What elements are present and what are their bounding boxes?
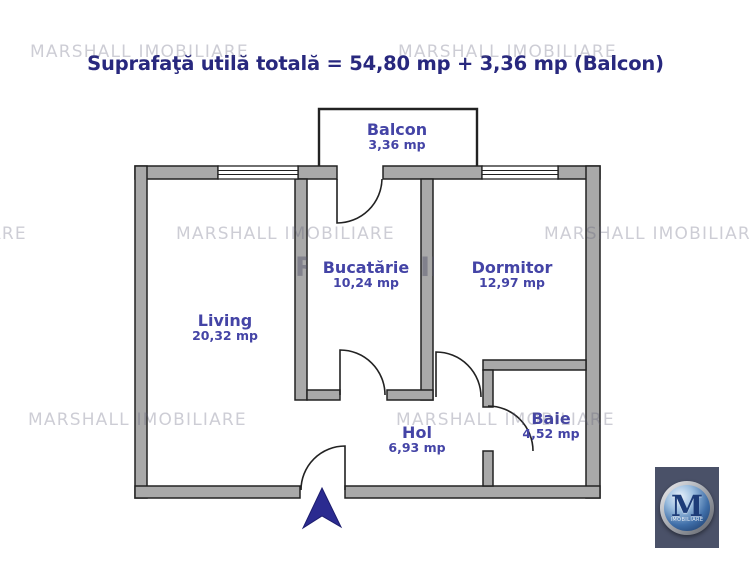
door-balcony (336, 178, 383, 224)
door-entrance (300, 445, 346, 491)
wall-kitchen-bottom-a (306, 389, 341, 401)
room-name: Baie (531, 409, 571, 428)
windows (217, 165, 559, 180)
walls (134, 165, 601, 499)
wall-kitchen-bottom-b (386, 389, 434, 401)
door-kitchen (339, 349, 386, 396)
wall-left (134, 165, 148, 499)
watermark-text: MARSHALL IMOBILIARE (28, 410, 247, 430)
room-name: Hol (402, 423, 432, 442)
window-living (217, 165, 299, 180)
wall-top-mid1 (297, 165, 338, 180)
watermark-text: MARSHALL IMOBILIARE (544, 224, 751, 244)
room-label-hol: Hol 6,93 mp (388, 424, 445, 455)
door-bedroom (435, 351, 482, 398)
room-label-baie: Baie 4,52 mp (522, 410, 579, 441)
wall-bath-top (482, 359, 587, 371)
room-area: 3,36 mp (368, 137, 426, 152)
wall-bottom-left (134, 485, 301, 499)
wall-bath-left-upper (482, 369, 494, 408)
logo-ring: M IMOBILIARE (660, 481, 714, 535)
room-name: Dormitor (471, 258, 553, 277)
room-label-dormitor: Dormitor 12,97 mp (472, 259, 553, 290)
wall-bottom-right (344, 485, 601, 499)
room-area: 4,52 mp (522, 426, 580, 441)
logo-subtext: IMOBILIARE (670, 517, 704, 523)
room-name: Living (197, 311, 253, 330)
watermark-text: MARSHALL IMOBILIARE (398, 42, 617, 62)
watermark-text: MARSHALL IMOBILIARE (176, 224, 395, 244)
room-label-bucatarie: Bucatărie 10,24 mp (323, 259, 410, 290)
watermark-text: MARSHALL IMOBILIARE (0, 224, 27, 244)
total-area-title: Suprafaţă utilă totală = 54,80 mp + 3,36… (87, 52, 664, 75)
room-area: 10,24 mp (333, 275, 399, 290)
wall-kitchen-bedroom (420, 178, 434, 401)
doors (300, 178, 534, 491)
door-bath (487, 405, 534, 452)
wall-top-mid2 (382, 165, 483, 180)
logo-letter: M (670, 489, 704, 523)
watermark-text: MARSHALL IMOBILIARE (396, 410, 615, 430)
watermark-fragment: R (295, 252, 307, 283)
logo-sphere: M IMOBILIARE (664, 485, 710, 531)
window-bedroom (481, 165, 559, 180)
room-area: 6,93 mp (388, 440, 446, 455)
room-area: 12,97 mp (479, 275, 545, 290)
wall-living-kitchen (294, 178, 308, 401)
room-area: 20,32 mp (192, 328, 258, 343)
room-name: Bucatărie (322, 258, 410, 277)
watermark-text: MARSHALL IMOBILIARE (30, 42, 249, 62)
room-name: Balcon (366, 120, 428, 139)
agency-logo: M IMOBILIARE (655, 467, 719, 548)
entrance-arrow-icon (301, 486, 343, 530)
wall-right (585, 165, 601, 499)
watermark-fragment: IL (420, 252, 434, 283)
room-label-balcon: Balcon 3,36 mp (367, 121, 427, 152)
room-label-living: Living 20,32 mp (192, 312, 258, 343)
wall-bath-left-lower (482, 450, 494, 487)
